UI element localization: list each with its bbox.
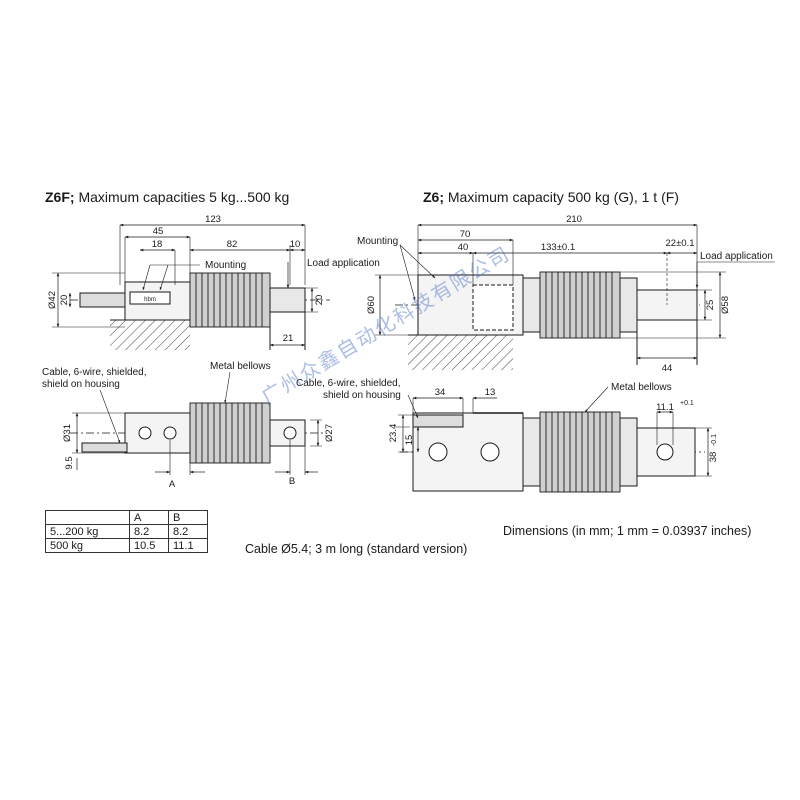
z6-bellows	[539, 271, 621, 339]
table-cell: 5...200 kg	[45, 524, 130, 539]
z6f-bellows	[189, 272, 271, 328]
table-cell: 10.5	[129, 538, 169, 553]
z6-side-bellows	[539, 411, 621, 493]
z6f-side-block	[124, 412, 191, 454]
z6-dim-phi60: Ø60	[366, 296, 377, 314]
z6-dim-11-1: 11.1	[656, 402, 674, 413]
table-cell: 11.1	[168, 538, 208, 553]
z6f-load-pin	[269, 287, 306, 313]
z6f-dim-45: 45	[153, 226, 164, 237]
z6f-cable-stub	[79, 292, 126, 308]
z6-dim-38-tolerance: -0.1	[711, 434, 718, 446]
z6f-nameplate	[129, 291, 171, 305]
z6-dim-phi58: Ø58	[720, 296, 731, 314]
z6f-top-view: hbm	[47, 214, 380, 350]
table-header-cell: A	[129, 510, 169, 525]
z6f-dim-phi27: Ø27	[324, 424, 335, 442]
table-header-row: A B	[45, 510, 208, 525]
z6f-heading: Z6F; Maximum capacities 5 kg...500 kg	[45, 189, 290, 205]
z6f-dim-phi31: Ø31	[62, 424, 73, 442]
z6-mounting-label: Mounting	[357, 236, 398, 247]
table-header-cell	[45, 510, 130, 525]
z6f-side-cable	[81, 442, 128, 453]
z6-dim-11-1-tolerance: +0.1	[680, 400, 694, 407]
table-row: 5...200 kg 8.2 8.2	[45, 524, 208, 539]
z6f-dim-21: 21	[283, 333, 294, 344]
z6f-dim-a: A	[169, 479, 176, 490]
z6-dim-133: 133±0.1	[541, 242, 575, 253]
z6f-dim-9-5: 9.5	[64, 456, 75, 469]
z6-side-view: Cable, 6-wire, shielded, shield on housi…	[296, 378, 719, 493]
z6f-dim-20-left: 20	[59, 295, 70, 306]
z6f-cable-label-line2: shield on housing	[42, 379, 120, 390]
table-cell: 8.2	[129, 524, 169, 539]
z6f-dim-123: 123	[205, 214, 221, 225]
z6-cable-label-line2: shield on housing	[323, 390, 401, 401]
z6f-cable-label-line1: Cable, 6-wire, shielded,	[42, 367, 147, 378]
z6-dim-44: 44	[662, 363, 673, 374]
table-cell: 8.2	[168, 524, 208, 539]
z6-dim-38: 38	[708, 452, 719, 463]
z6-cable-label-line1: Cable, 6-wire, shielded,	[296, 378, 401, 389]
z6-dim-34: 34	[435, 387, 446, 398]
z6-mount-hatch	[408, 335, 513, 370]
z6-heading: Z6; Maximum capacity 500 kg (G), 1 t (F)	[423, 189, 679, 205]
z6-dim-40: 40	[458, 242, 469, 253]
z6f-load-application-label: Load application	[307, 258, 380, 269]
z6f-mount-hatch	[110, 320, 190, 350]
z6-bellows-label: Metal bellows	[611, 382, 672, 393]
z6-dim-15: 15	[404, 435, 415, 446]
capacity-dimension-table: A B 5...200 kg 8.2 8.2 500 kg 10.5 11.1	[45, 510, 208, 553]
z6-dim-210: 210	[566, 214, 582, 225]
z6f-dim-phi42: Ø42	[47, 291, 58, 309]
z6f-dim-b: B	[289, 476, 295, 487]
dimensions-note: Dimensions (in mm; 1 mm = 0.03937 inches…	[503, 524, 752, 538]
z6f-dim-10: 10	[290, 239, 301, 250]
z6-side-cable	[412, 414, 464, 428]
z6-dim-22: 22±0.1	[666, 238, 695, 249]
z6-top-view: Mounting 210 70 40 133±0.1 22±0.1 Load a…	[357, 214, 775, 374]
z6f-dim-82: 82	[227, 239, 238, 250]
z6-dim-13: 13	[485, 387, 496, 398]
svg-text:hbm: hbm	[144, 297, 156, 303]
z6f-side-bellows	[189, 402, 271, 464]
z6f-dim-20-right: 20	[314, 295, 325, 306]
table-cell: 500 kg	[45, 538, 130, 553]
z6f-mounting-label: Mounting	[205, 260, 246, 271]
z6-dim-25: 25	[705, 300, 716, 311]
z6f-bellows-label: Metal bellows	[210, 361, 271, 372]
z6-load-application-label: Load application	[700, 251, 773, 262]
z6-dim-23-4: 23.4	[388, 424, 399, 443]
z6f-dim-18: 18	[152, 239, 163, 250]
table-header-cell: B	[168, 510, 208, 525]
table-row: 500 kg 10.5 11.1	[45, 538, 208, 553]
z6f-side-view: Cable, 6-wire, shielded, shield on housi…	[42, 361, 335, 490]
z6-dim-70: 70	[460, 229, 471, 240]
cable-note: Cable Ø5.4; 3 m long (standard version)	[245, 542, 468, 556]
